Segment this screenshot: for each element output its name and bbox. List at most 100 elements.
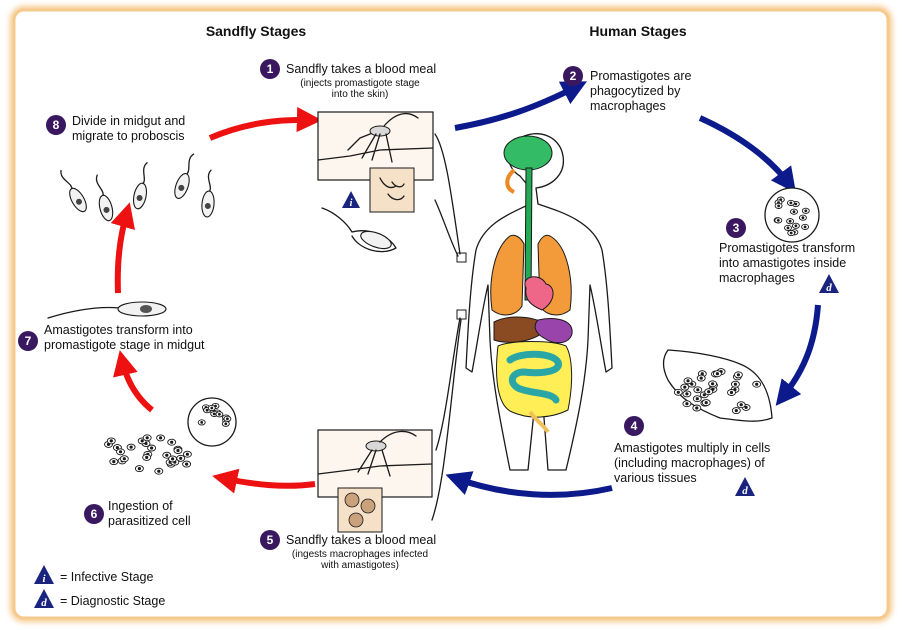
sandfly-legs [361,133,393,163]
diagnostic-stage-marker: d [819,274,839,294]
stage-caption: Divide in midgut and [72,114,185,128]
connector-line [435,317,461,451]
sandfly-wing [379,430,417,443]
stage-caption: Sandfly takes a blood meal [286,62,436,76]
stage-number: 3 [733,221,740,235]
dividing-promastigotes [60,153,215,222]
legend-infective-label: = Infective Stage [60,570,154,584]
infected-tissue-stage-4 [662,349,773,422]
diagnostic-stage-marker: d [735,477,755,497]
macrophage-stage-3 [764,187,820,243]
promastigotes-in-skin [379,177,405,201]
amastigote-cluster [673,368,762,415]
stage-caption: parasitized cell [108,514,191,528]
connector-line [434,133,461,255]
legend-infective: i = Infective Stage [34,565,154,585]
header-human-stages: Human Stages [589,23,686,39]
stage-caption: macrophages [719,271,795,285]
stage-number-badge [260,530,280,550]
stage-number: 2 [570,69,577,83]
nucleus [140,305,152,313]
stage-caption: macrophages [590,99,666,113]
legend-diagnostic: d = Diagnostic Stage [34,589,165,609]
connector-line [434,199,459,257]
skin-site-marker-lower [456,309,467,320]
amastigote-cluster [773,196,810,237]
stage-number-badge [46,115,66,135]
stomach [534,318,573,344]
stage-sub-caption: (ingests macrophages infected [292,549,428,560]
skin-line [317,463,433,475]
stage-7-label: 7 Amastigotes transform intopromastigote … [18,323,205,352]
arrow-3-to-4 [775,304,821,406]
stage-caption: promastigote stage in midgut [44,338,205,352]
stage-number: 5 [267,533,274,547]
stage-number-badge [260,59,280,79]
header-sandfly-stages: Sandfly Stages [206,23,307,39]
stage-caption: (including macrophages) of [614,456,765,470]
svg-text:d: d [41,597,47,609]
skin-site-marker-upper [456,252,467,263]
heart [524,276,554,311]
infective-stage-marker: i [342,191,360,209]
stage-number: 7 [25,334,32,348]
arrow-1-to-2 [454,81,587,131]
arrow-2-to-3 [698,115,797,194]
stage-number: 1 [267,62,274,76]
flagellum [47,306,121,319]
stage-sub-caption: (injects promastigote stage [300,78,420,89]
macrophage-outline [187,397,237,447]
sandfly-legs [357,449,391,477]
promastigote-stage-7 [47,301,167,319]
stage-number: 6 [91,507,98,521]
amastigote-cluster [197,402,232,427]
sandfly-wing [383,113,419,127]
body-outline [465,133,613,471]
svg-text:i: i [42,573,46,585]
stage-caption: Ingestion of [108,499,173,513]
stage-number-badge [84,504,104,524]
stage-caption: Promastigotes transform [719,241,855,255]
stage-number-badge [563,66,583,86]
sandfly-stage-arrows [110,106,323,494]
connector-line [431,319,462,521]
svg-text:i: i [350,198,353,209]
arrow-8-to-1 [208,106,323,141]
lung-left [490,234,525,316]
arrow-5-to-6 [212,468,316,494]
arrow-4-to-5 [445,471,613,498]
panel-frame [317,429,433,498]
stage-number-badge [726,218,746,238]
stage-caption: Amastigotes transform into [44,323,193,337]
arrow-7-to-8 [110,202,135,294]
stage-caption: phagocytized by [590,84,681,98]
stage-number-badge [18,331,38,351]
nasal-passage [505,168,516,194]
human-stage-arrows [445,81,821,498]
stage-caption: migrate to proboscis [72,129,185,143]
sandfly-feeding-panel-5 [317,429,433,533]
human-figure [431,133,613,521]
svg-text:d: d [826,282,832,294]
rectum [528,410,550,434]
promastigote-inset [369,167,415,213]
small-intestine [506,350,562,404]
stage-sub-caption: into the skin) [332,89,389,100]
stage-caption: Sandfly takes a blood meal [286,533,436,547]
parasitized-cell-stage-6 [104,397,237,475]
stage-sub-caption: with amastigotes) [320,560,399,571]
sandfly-feeding-panel-1 [317,111,434,213]
stage-number: 8 [53,118,60,132]
promastigote-body [360,230,392,250]
stage-caption: into amastigotes inside [719,256,846,270]
stage-5-label: 5 Sandfly takes a blood meal (ingests macr… [260,530,436,571]
stage-caption: Promastigotes are [590,69,691,83]
stage-number-badge [624,416,644,436]
